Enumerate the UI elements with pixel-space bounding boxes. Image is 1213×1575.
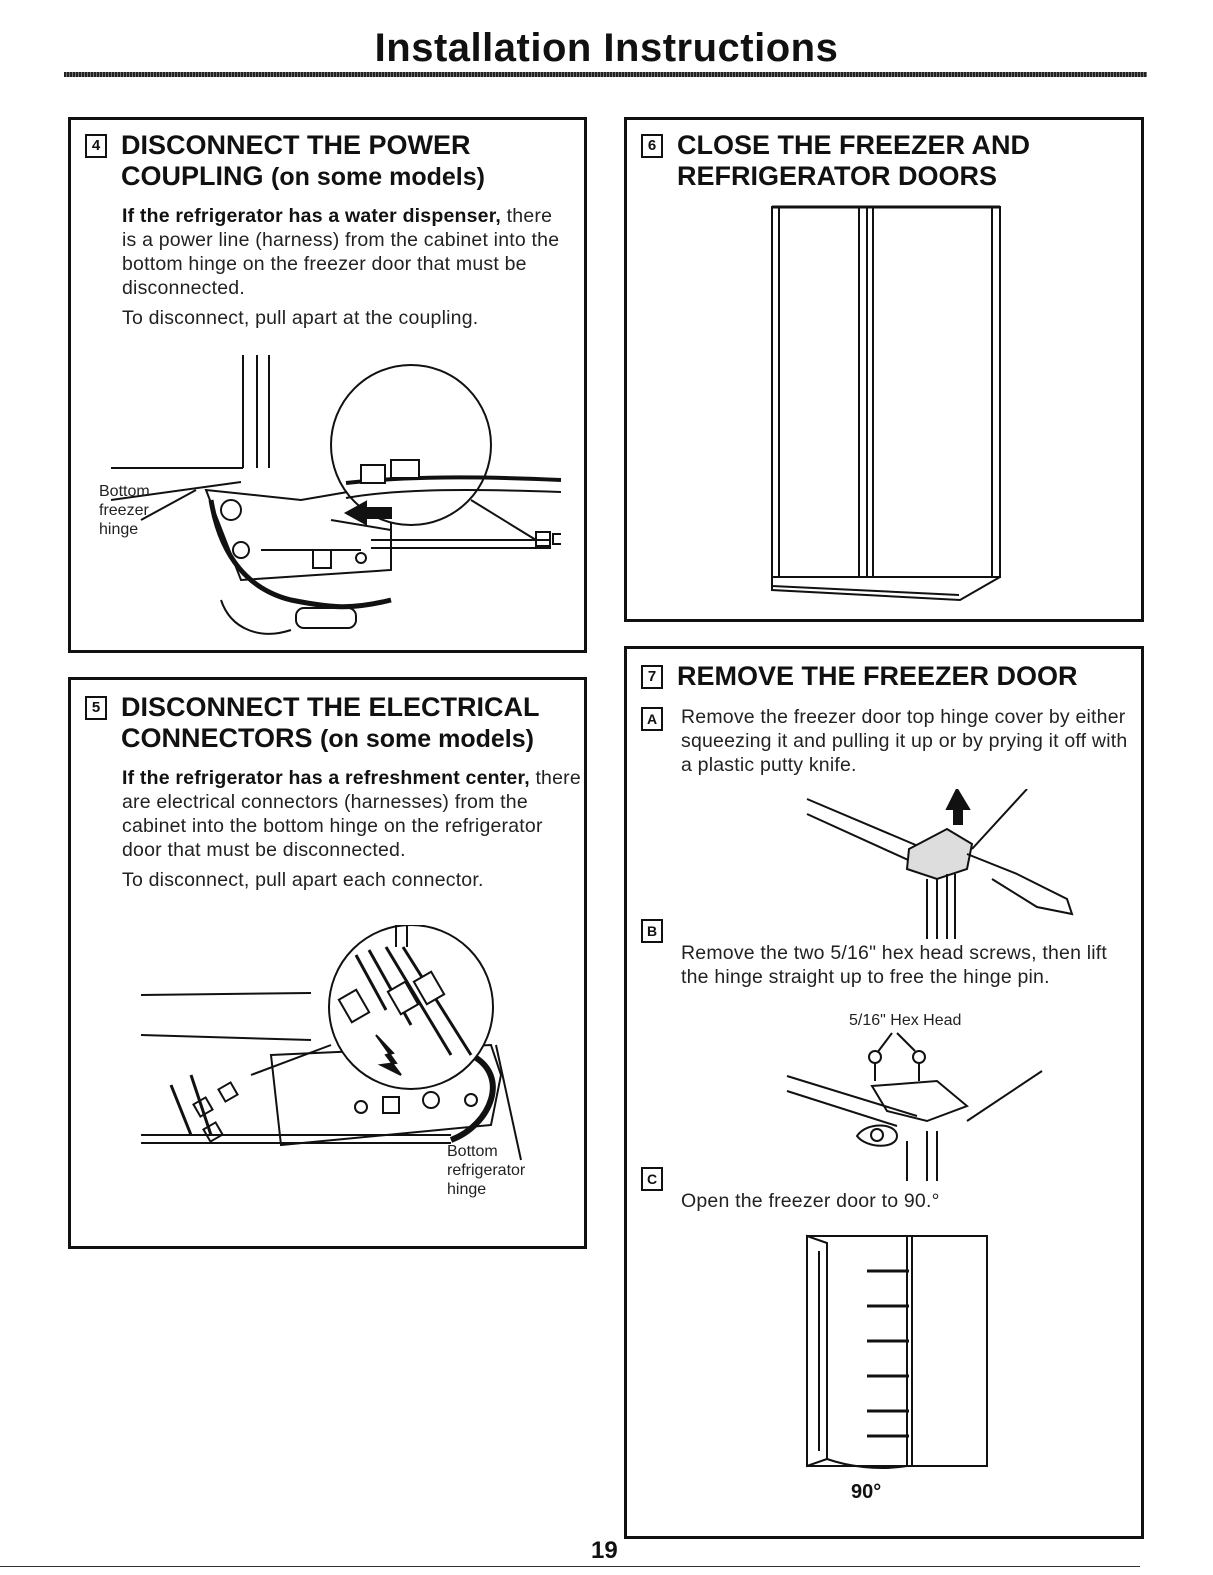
callout-line: hinge [447, 1181, 487, 1198]
substep-a-letter: A [641, 707, 663, 731]
callout-line: Bottom [447, 1143, 498, 1160]
electrical-connectors-illustration [140, 925, 522, 1161]
hinge-screws-illustration [786, 1032, 1043, 1181]
open-freezer-door-illustration [806, 1234, 988, 1470]
title-rule [64, 72, 1147, 77]
step-5-instruction: To disconnect, pull apart each connector… [122, 869, 484, 891]
substep-b-text: Remove the two 5/16" hex head screws, th… [681, 942, 1108, 988]
step-4-description: there is a power line (harness) from the… [122, 205, 560, 299]
step-5-heading-suffix: (on some models) [320, 725, 534, 753]
step-6-panel: 6 CLOSE THE FREEZER AND REFRIGERATOR DOO… [624, 117, 1144, 622]
step-7-number: 7 [641, 665, 663, 689]
step-7-heading-text: REMOVE THE FREEZER DOOR [677, 661, 1078, 691]
page-title: Installation Instructions [374, 26, 839, 70]
callout-line: refrigerator [447, 1162, 526, 1179]
bottom-refrigerator-hinge-callout: Bottom refrigerator hinge [447, 1142, 525, 1199]
angle-label: 90° [851, 1481, 882, 1503]
page-number: 19 [591, 1537, 618, 1564]
step-4-instruction: To disconnect, pull apart at the couplin… [122, 307, 479, 329]
step-4-panel: 4 DISCONNECT THE POWER COUPLING (on some… [68, 117, 587, 653]
step-6-heading-line2: REFRIGERATOR DOORS [677, 161, 998, 191]
step-4-heading-suffix: (on some models) [271, 163, 485, 191]
substep-a-text: Remove the freezer door top hinge cover … [681, 706, 1128, 776]
step-6-heading: 6 CLOSE THE FREEZER AND REFRIGERATOR DOO… [641, 130, 1030, 192]
bottom-rule [0, 1566, 1140, 1567]
power-coupling-illustration [110, 355, 561, 635]
step-4-heading-line1: DISCONNECT THE POWER [121, 130, 471, 160]
hinge-cover-illustration [806, 789, 1074, 939]
step-5-number: 5 [85, 696, 107, 720]
step-6-number: 6 [641, 134, 663, 158]
callout-line: Bottom [99, 483, 150, 500]
step-6-heading-line1: CLOSE THE FREEZER AND [677, 130, 1031, 160]
substep-c-text: Open the freezer door to 90.° [681, 1190, 940, 1212]
step-5-body: If the refrigerator has a refreshment ce… [122, 766, 582, 898]
step-4-body: If the refrigerator has a water dispense… [122, 204, 572, 336]
substep-b-letter: B [641, 919, 663, 943]
hex-head-callout: 5/16" Hex Head [849, 1012, 962, 1029]
step-5-heading: 5 DISCONNECT THE ELECTRICAL CONNECTORS (… [85, 692, 540, 755]
step-5-heading-line2: CONNECTORS [121, 723, 313, 753]
step-4-heading: 4 DISCONNECT THE POWER COUPLING (on some… [85, 130, 485, 193]
closed-refrigerator-illustration [771, 205, 1001, 602]
bottom-freezer-hinge-callout: Bottom freezer hinge [99, 482, 150, 539]
step-4-heading-line2: COUPLING [121, 161, 264, 191]
step-5-panel: 5 DISCONNECT THE ELECTRICAL CONNECTORS (… [68, 677, 587, 1249]
substep-c-letter: C [641, 1167, 663, 1191]
step-5-heading-line1: DISCONNECT THE ELECTRICAL [121, 692, 540, 722]
step-4-lead: If the refrigerator has a water dispense… [122, 205, 502, 227]
step-7-heading: 7 REMOVE THE FREEZER DOOR [641, 661, 1078, 692]
step-5-description: there are electrical connectors (harness… [122, 767, 581, 861]
step-5-lead: If the refrigerator has a refreshment ce… [122, 767, 530, 789]
callout-line: freezer [99, 502, 149, 519]
step-4-number: 4 [85, 134, 107, 158]
step-7-panel: 7 REMOVE THE FREEZER DOOR A Remove the f… [624, 646, 1144, 1539]
callout-line: hinge [99, 521, 139, 538]
